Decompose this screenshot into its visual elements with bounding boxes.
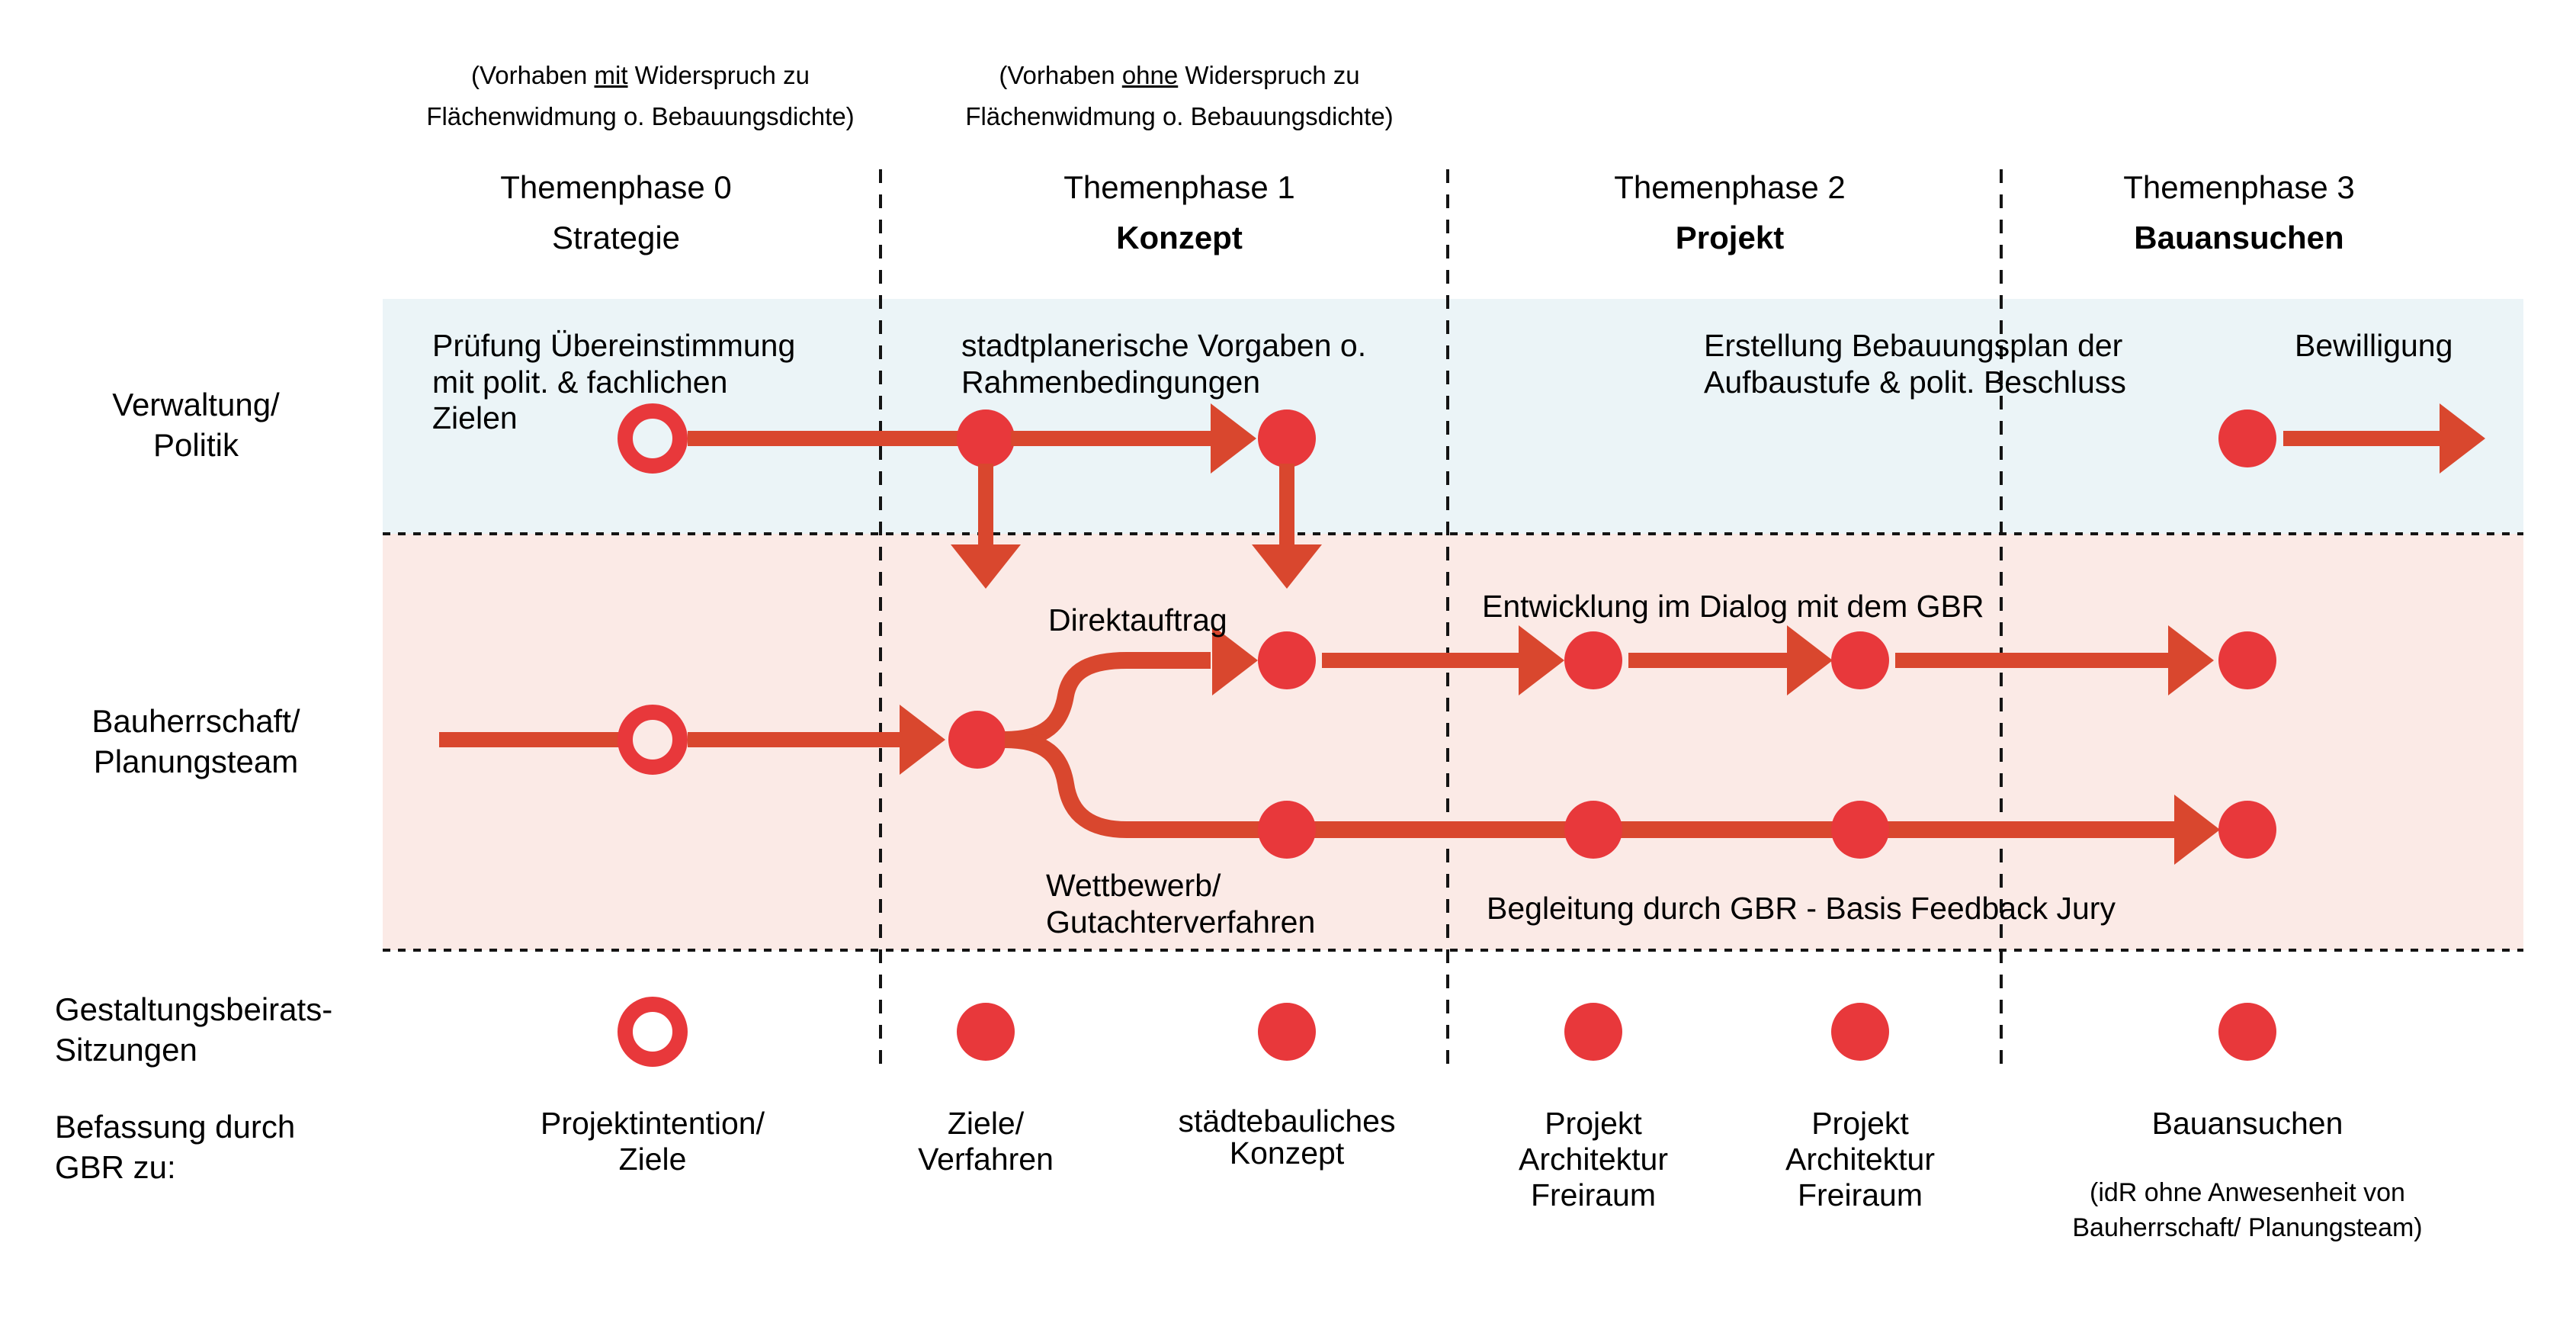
milestone-dot bbox=[1831, 631, 1889, 689]
phase-subtitle: Konzept bbox=[1116, 220, 1243, 256]
label-erstellung-bebauungsplan: Erstellung Bebauungsplan der Aufbaustufe… bbox=[1704, 328, 2126, 400]
arrowhead-right bbox=[1212, 625, 1258, 695]
open-session-marker bbox=[618, 403, 688, 474]
flow-line-down bbox=[978, 464, 993, 548]
flow-line bbox=[439, 732, 627, 747]
arrowhead-right bbox=[2168, 625, 2214, 695]
branch-curve-down bbox=[1004, 731, 2174, 838]
note-text: (Vorhaben bbox=[999, 61, 1122, 89]
session-dot bbox=[2218, 1003, 2276, 1061]
milestone-dot bbox=[1564, 631, 1622, 689]
lane-label-bauherrschaft: Bauherrschaft/ Planungsteam bbox=[91, 703, 300, 779]
note-text: (Vorhaben bbox=[471, 61, 595, 89]
label-begleitung-gbr: Begleitung durch GBR - Basis Feedback Ju… bbox=[1487, 891, 2116, 926]
arrowhead-right bbox=[900, 705, 945, 775]
label-direktauftrag: Direktauftrag bbox=[1048, 602, 1227, 638]
flow-line bbox=[1322, 653, 1519, 668]
milestone-dot bbox=[1258, 409, 1316, 467]
arrowhead-right bbox=[2440, 403, 2485, 474]
arrowhead-right bbox=[1519, 625, 1564, 695]
note-with-objection: (Vorhaben mit Widerspruch zu Flächenwidm… bbox=[396, 55, 884, 138]
flow-line bbox=[688, 431, 964, 446]
flow-line-down bbox=[1279, 464, 1294, 548]
milestone-dot bbox=[1258, 801, 1316, 859]
note-emphasis: mit bbox=[594, 61, 628, 89]
session-dot bbox=[1564, 1003, 1622, 1061]
flow-line bbox=[1011, 431, 1211, 446]
flow-line bbox=[1895, 653, 2168, 668]
session-dot bbox=[957, 1003, 1015, 1061]
phase-subtitle: Bauansuchen bbox=[2134, 220, 2344, 256]
note-text: Widerspruch zu Flächenwidmung o. Bebauun… bbox=[426, 61, 855, 131]
label-pruefung: Prüfung Übereinstimmung mit polit. & fac… bbox=[432, 328, 796, 436]
branch-dot bbox=[948, 711, 1006, 769]
milestone-dot bbox=[1831, 801, 1889, 859]
flow-line bbox=[688, 732, 900, 747]
gbr-topic-bauansuchen: Bauansuchen bbox=[2151, 1106, 2343, 1141]
phase-header-0: Themenphase 0 Strategie bbox=[380, 169, 852, 257]
session-dot bbox=[1258, 1003, 1316, 1061]
flow-line bbox=[1628, 653, 1787, 668]
note-without-objection: (Vorhaben ohne Widerspruch zu Flächenwid… bbox=[935, 55, 1423, 138]
lane-label-befassung: Befassung durch GBR zu: bbox=[55, 1109, 296, 1185]
label-wettbewerb: Wettbewerb/ Gutachterverfahren bbox=[1046, 868, 1316, 939]
phase-header-2: Themenphase 2 Projekt bbox=[1493, 169, 1966, 257]
flow-line bbox=[2283, 431, 2440, 446]
milestone-dot bbox=[957, 409, 1015, 467]
gbr-topic-projektintention: Projektintention/ Ziele bbox=[540, 1106, 765, 1177]
phase-title: Themenphase 0 bbox=[500, 169, 732, 205]
session-dot bbox=[1831, 1003, 1889, 1061]
label-bewilligung: Bewilligung bbox=[2295, 328, 2453, 363]
open-session-marker bbox=[618, 705, 688, 775]
milestone-dot bbox=[2218, 631, 2276, 689]
arrowhead-right bbox=[2174, 795, 2220, 865]
label-entwicklung-dialog: Entwicklung im Dialog mit dem GBR bbox=[1482, 589, 1984, 624]
gbr-topic-projekt-1: Projekt Architektur Freiraum bbox=[1519, 1106, 1668, 1213]
phase-title: Themenphase 1 bbox=[1063, 169, 1295, 205]
note-emphasis: ohne bbox=[1121, 61, 1179, 89]
verwaltung-band bbox=[383, 299, 2523, 534]
phase-subtitle: Strategie bbox=[551, 220, 681, 256]
phase-title: Themenphase 2 bbox=[1614, 169, 1846, 205]
arrowhead-right bbox=[1211, 403, 1256, 474]
gbr-topic-ziele-verfahren: Ziele/ Verfahren bbox=[918, 1106, 1054, 1177]
phase-title: Themenphase 3 bbox=[2123, 169, 2355, 205]
lane-label-verwaltung: Verwaltung/ Politik bbox=[112, 387, 280, 463]
phase-header-3: Themenphase 3 Bauansuchen bbox=[2003, 169, 2475, 257]
lane-label-gestaltungsbeirat: Gestaltungsbeirats- Sitzungen bbox=[55, 991, 333, 1068]
label-stadtplanerische-vorgaben: stadtplanerische Vorgaben o. Rahmenbedin… bbox=[961, 328, 1367, 400]
arrowhead-down bbox=[1252, 544, 1322, 589]
milestone-dot bbox=[2218, 409, 2276, 467]
gbr-topic-projekt-2: Projekt Architektur Freiraum bbox=[1785, 1106, 1935, 1213]
phase-header-1: Themenphase 1 Konzept bbox=[943, 169, 1416, 257]
arrowhead-right bbox=[1787, 625, 1833, 695]
open-session-marker bbox=[618, 997, 688, 1067]
milestone-dot bbox=[1258, 631, 1316, 689]
arrowhead-down bbox=[951, 544, 1021, 589]
gbr-topic-staedtebauliches-konzept: städtebauliches Konzept bbox=[1178, 1103, 1396, 1171]
note-text: Widerspruch zu Flächenwidmung o. Bebauun… bbox=[965, 61, 1394, 131]
milestone-dot bbox=[2218, 801, 2276, 859]
milestone-dot bbox=[1564, 801, 1622, 859]
phase-subtitle: Projekt bbox=[1675, 220, 1785, 256]
gbr-topic-idr-note: (idR ohne Anwesenheit von Bauherrschaft/… bbox=[2072, 1178, 2423, 1242]
branch-curve-up bbox=[1004, 652, 1211, 748]
